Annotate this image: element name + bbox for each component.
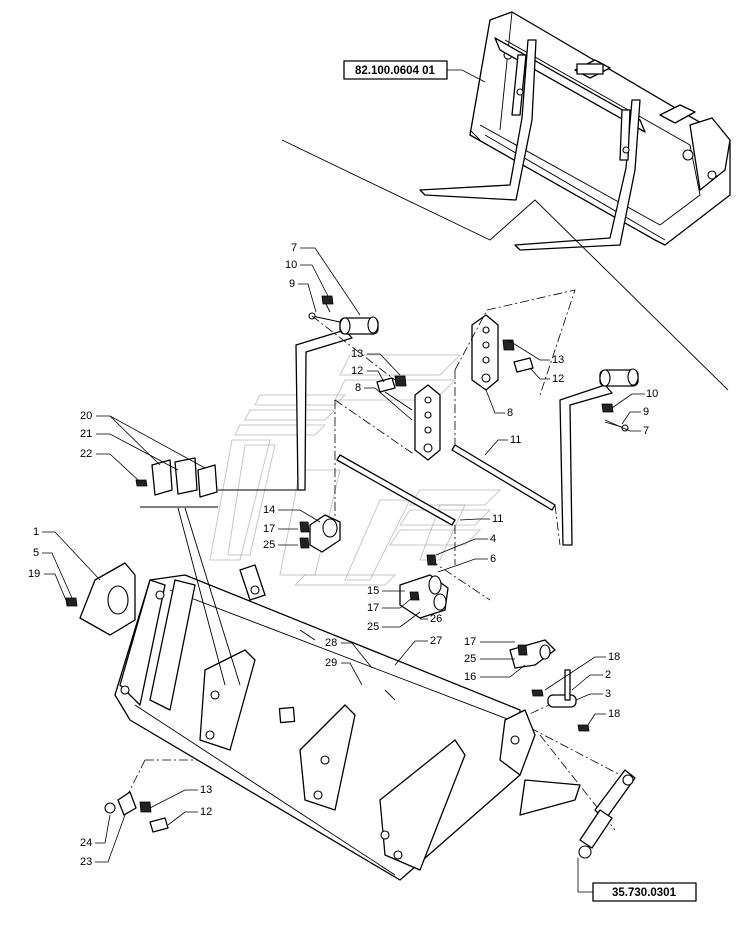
- main-bucket: [114, 564, 581, 881]
- callout-17c: 17: [464, 636, 476, 648]
- callout-23: 23: [80, 856, 92, 868]
- callout-18: 18: [608, 651, 620, 663]
- side-plate-1: [65, 562, 136, 636]
- pin-assembly: [531, 669, 590, 732]
- callout-17b: 17: [367, 602, 379, 614]
- callout-6: 6: [490, 553, 496, 565]
- long-shafts: [336, 444, 556, 526]
- callout-10: 10: [285, 259, 297, 271]
- callout-13c: 13: [200, 784, 212, 796]
- right-bracket: [471, 314, 534, 391]
- cover-plates: [135, 457, 218, 498]
- callout-16: 16: [464, 671, 476, 683]
- hinge-block-14: [299, 514, 341, 553]
- callout-25b: 25: [367, 621, 379, 633]
- callouts: 7 10 9 13 12 8 20 21 22 13 12 8: [28, 242, 658, 868]
- callout-12c: 12: [200, 806, 212, 818]
- bottom-reference-box: 35.730.0301: [577, 858, 697, 902]
- callout-12: 12: [351, 365, 363, 377]
- separator-lines: [281, 139, 729, 391]
- callout-20: 20: [80, 410, 92, 422]
- right-fork-arm: [559, 368, 639, 546]
- callout-15: 15: [367, 585, 379, 597]
- callout-8-right: 8: [507, 407, 513, 419]
- callout-7-right: 7: [643, 425, 649, 437]
- callout-29: 29: [325, 657, 337, 669]
- bottom-latch-parts: [104, 791, 169, 833]
- top-reference-label: 82.100.0604 01: [355, 65, 436, 77]
- callout-25: 25: [263, 539, 275, 551]
- callout-7: 7: [291, 242, 297, 254]
- callout-26: 26: [430, 613, 442, 625]
- callout-2: 2: [605, 669, 611, 681]
- callout-25c: 25: [464, 653, 476, 665]
- callout-11-lower: 11: [492, 513, 503, 525]
- callout-24: 24: [80, 837, 92, 849]
- callout-1: 1: [33, 526, 39, 538]
- callout-13-right: 13: [552, 354, 564, 366]
- hydraulic-cylinder: [578, 769, 636, 859]
- callout-14: 14: [263, 504, 275, 516]
- callout-21: 21: [80, 428, 92, 440]
- callout-10-right: 10: [646, 388, 658, 400]
- callout-13: 13: [351, 348, 363, 360]
- callout-9: 9: [289, 278, 295, 290]
- bottom-reference-label: 35.730.0301: [612, 887, 677, 899]
- guide-lines: [140, 489, 300, 686]
- left-fork-arm: [295, 295, 379, 491]
- callout-11-upper: 11: [510, 434, 521, 446]
- callout-5: 5: [33, 547, 39, 559]
- callout-8: 8: [355, 382, 361, 394]
- left-bracket: [376, 375, 441, 461]
- watermark-logo: [209, 354, 502, 586]
- callout-27: 27: [430, 635, 442, 647]
- callout-18b: 18: [608, 708, 620, 720]
- callout-3: 3: [605, 688, 611, 700]
- callout-19: 19: [28, 568, 40, 580]
- hinge-block-15: [399, 554, 449, 619]
- callout-9-right: 9: [643, 406, 649, 418]
- top-reference-box: 82.100.0604 01: [343, 60, 486, 83]
- top-bucket-assembly: [419, 11, 731, 251]
- callout-12-right: 12: [552, 373, 564, 385]
- callout-28: 28: [325, 637, 337, 649]
- callout-22: 22: [80, 448, 92, 460]
- callout-17: 17: [263, 523, 275, 535]
- callout-4: 4: [490, 533, 496, 545]
- side-bracket-16: [509, 639, 556, 669]
